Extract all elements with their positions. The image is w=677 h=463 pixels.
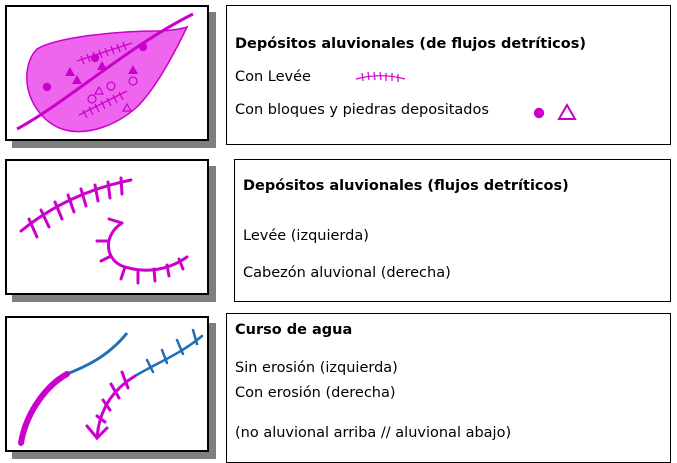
fan-area: [26, 25, 189, 133]
watercourse-no-erosion-lower: [18, 371, 70, 446]
panel1-icon-box: [5, 5, 209, 141]
open-triangle-icon: [93, 85, 133, 112]
levee-lower: [78, 90, 128, 119]
levee-left-symbol: [19, 176, 133, 239]
panel3-icon-box: [5, 316, 209, 452]
panel1-title: Depósitos aluvionales (de flujos detríti…: [235, 36, 586, 52]
open-triangle-icon: [557, 102, 577, 120]
panel3-line-erosion: Con erosión (derecha): [235, 385, 396, 401]
open-circle-icon: [87, 76, 138, 104]
panel3-line-no-erosion: Sin erosión (izquierda): [235, 360, 398, 376]
panel3-legend-box: Curso de agua Sin erosión (izquierda) Co…: [226, 313, 671, 463]
panel2-line-head: Cabezón aluvional (derecha): [243, 265, 451, 281]
panel2-icon-box: [5, 159, 209, 295]
panel3-title: Curso de agua: [235, 322, 353, 338]
panel1-legend-box: Depósitos aluvionales (de flujos detríti…: [226, 5, 671, 145]
watercourse-erosion-upper: [133, 328, 204, 378]
watercourse-erosion-lower: [85, 370, 137, 441]
panel1-line-levee: Con Levée: [235, 69, 311, 85]
channel-line: [16, 12, 194, 131]
alluvial-fan-deposit-icon: [16, 12, 194, 133]
levee-icon: [355, 71, 406, 82]
panel2-legend-box: Depósitos aluvionales (flujos detríticos…: [234, 159, 671, 302]
panel2-title: Depósitos aluvionales (flujos detríticos…: [243, 178, 569, 194]
watercourse-icon: [18, 328, 204, 446]
panel2-line-levee: Levée (izquierda): [243, 228, 369, 244]
filled-circle-icon: [533, 107, 545, 119]
alluvial-head-symbol: [95, 217, 189, 285]
watercourse-no-erosion-upper: [66, 332, 129, 376]
alluvial-levee-head-icon: [19, 176, 189, 285]
filled-triangle-icon: [65, 61, 138, 84]
filled-circle-icon: [42, 42, 148, 92]
blocks-symbols: [533, 102, 577, 120]
panel3-line-note: (no aluvional arriba // aluvional abajo): [235, 425, 512, 441]
panel1-line-blocks: Con bloques y piedras depositados: [235, 102, 489, 118]
